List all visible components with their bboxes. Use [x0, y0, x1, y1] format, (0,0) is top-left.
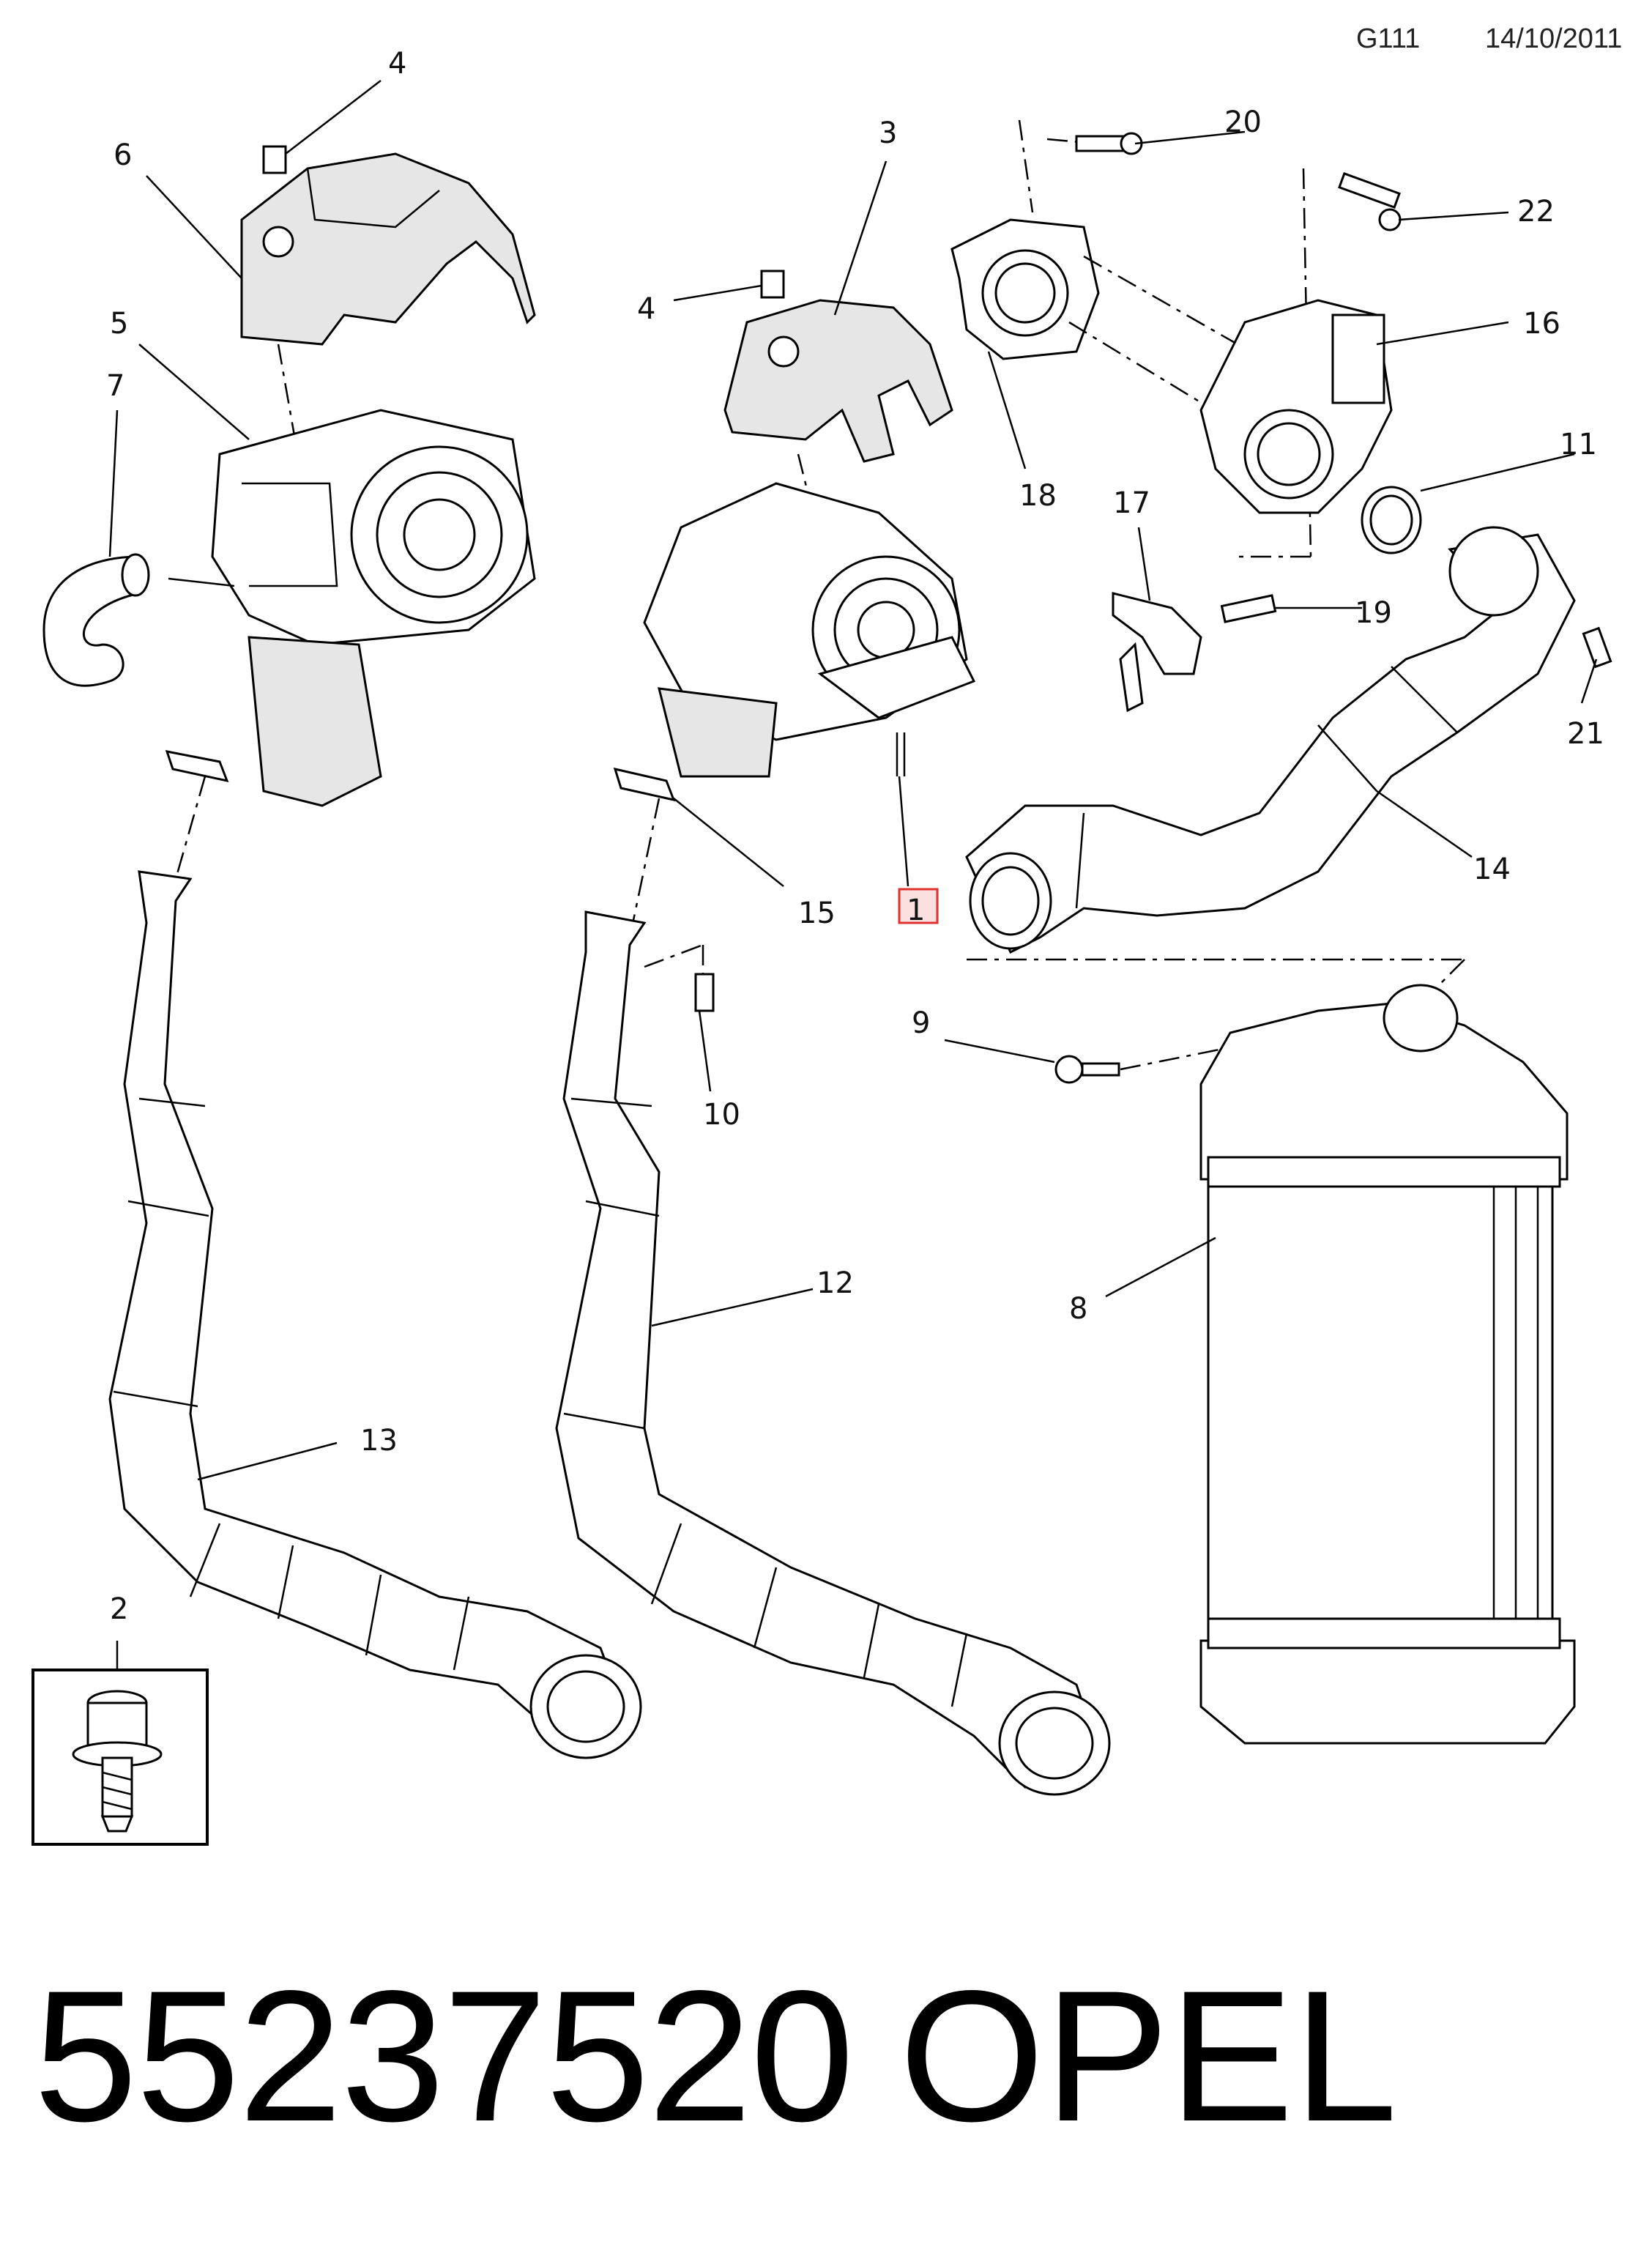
callout-16[interactable]: 16: [1523, 307, 1560, 341]
pipe-14: [965, 526, 1576, 954]
brand-name: OPEL: [899, 1952, 1398, 2161]
bolt-22: [1338, 171, 1402, 231]
callout-3[interactable]: 3: [879, 116, 897, 150]
bolt-20: [1075, 132, 1143, 155]
pipe-12: [555, 910, 1111, 1796]
callout-17[interactable]: 17: [1113, 486, 1150, 520]
callout-20[interactable]: 20: [1224, 105, 1262, 139]
callout-13[interactable]: 13: [360, 1424, 398, 1458]
highlight-box: [898, 888, 939, 924]
intercooler-8: [1199, 984, 1576, 1745]
bolt-21: [1582, 626, 1612, 669]
callout-7[interactable]: 7: [106, 369, 124, 403]
callout-5[interactable]: 5: [110, 307, 128, 341]
callout-21[interactable]: 21: [1567, 717, 1604, 751]
callout-8[interactable]: 8: [1069, 1292, 1087, 1326]
gasket-left: [165, 750, 229, 783]
stud-1: [896, 732, 906, 776]
turbocharger-left: [211, 409, 536, 807]
nut-4-centre: [760, 270, 785, 299]
callout-12[interactable]: 12: [816, 1266, 854, 1300]
callout-11[interactable]: 11: [1560, 428, 1597, 461]
bolt-10: [694, 973, 715, 1012]
inset-bolt-2: [31, 1669, 209, 1846]
callout-6[interactable]: 6: [114, 138, 132, 172]
nut-4-left: [262, 145, 287, 174]
gasket-15: [613, 767, 676, 802]
throttle-body-16: [1199, 299, 1393, 514]
diagram-code: G111: [1356, 23, 1421, 54]
bolt-19: [1220, 594, 1277, 623]
bracket-17: [1112, 592, 1202, 713]
callout-4-left[interactable]: 4: [388, 47, 406, 81]
pipe-13: [108, 870, 642, 1759]
callout-15[interactable]: 15: [798, 897, 836, 930]
callout-22[interactable]: 22: [1517, 195, 1555, 229]
flange-18: [950, 218, 1100, 360]
seal-ring-11: [1361, 486, 1422, 554]
callout-2[interactable]: 2: [110, 1592, 128, 1626]
part-number: 55237520: [34, 1952, 855, 2161]
oil-pipe-7: [42, 553, 150, 687]
callout-14[interactable]: 14: [1473, 853, 1511, 886]
diagram-date: 14/10/2011: [1485, 23, 1623, 54]
callout-4-centre[interactable]: 4: [637, 292, 655, 326]
callout-9[interactable]: 9: [912, 1006, 930, 1040]
callout-18[interactable]: 18: [1019, 479, 1057, 513]
turbocharger-centre: [643, 482, 976, 778]
heat-shield-left: [240, 152, 536, 346]
heat-shield-centre: [723, 299, 953, 463]
leader-lines: [108, 80, 1598, 1670]
callout-1[interactable]: 1: [907, 894, 925, 927]
callout-10[interactable]: 10: [703, 1098, 740, 1132]
callout-19[interactable]: 19: [1355, 596, 1392, 630]
bolt-9: [1054, 1055, 1120, 1084]
